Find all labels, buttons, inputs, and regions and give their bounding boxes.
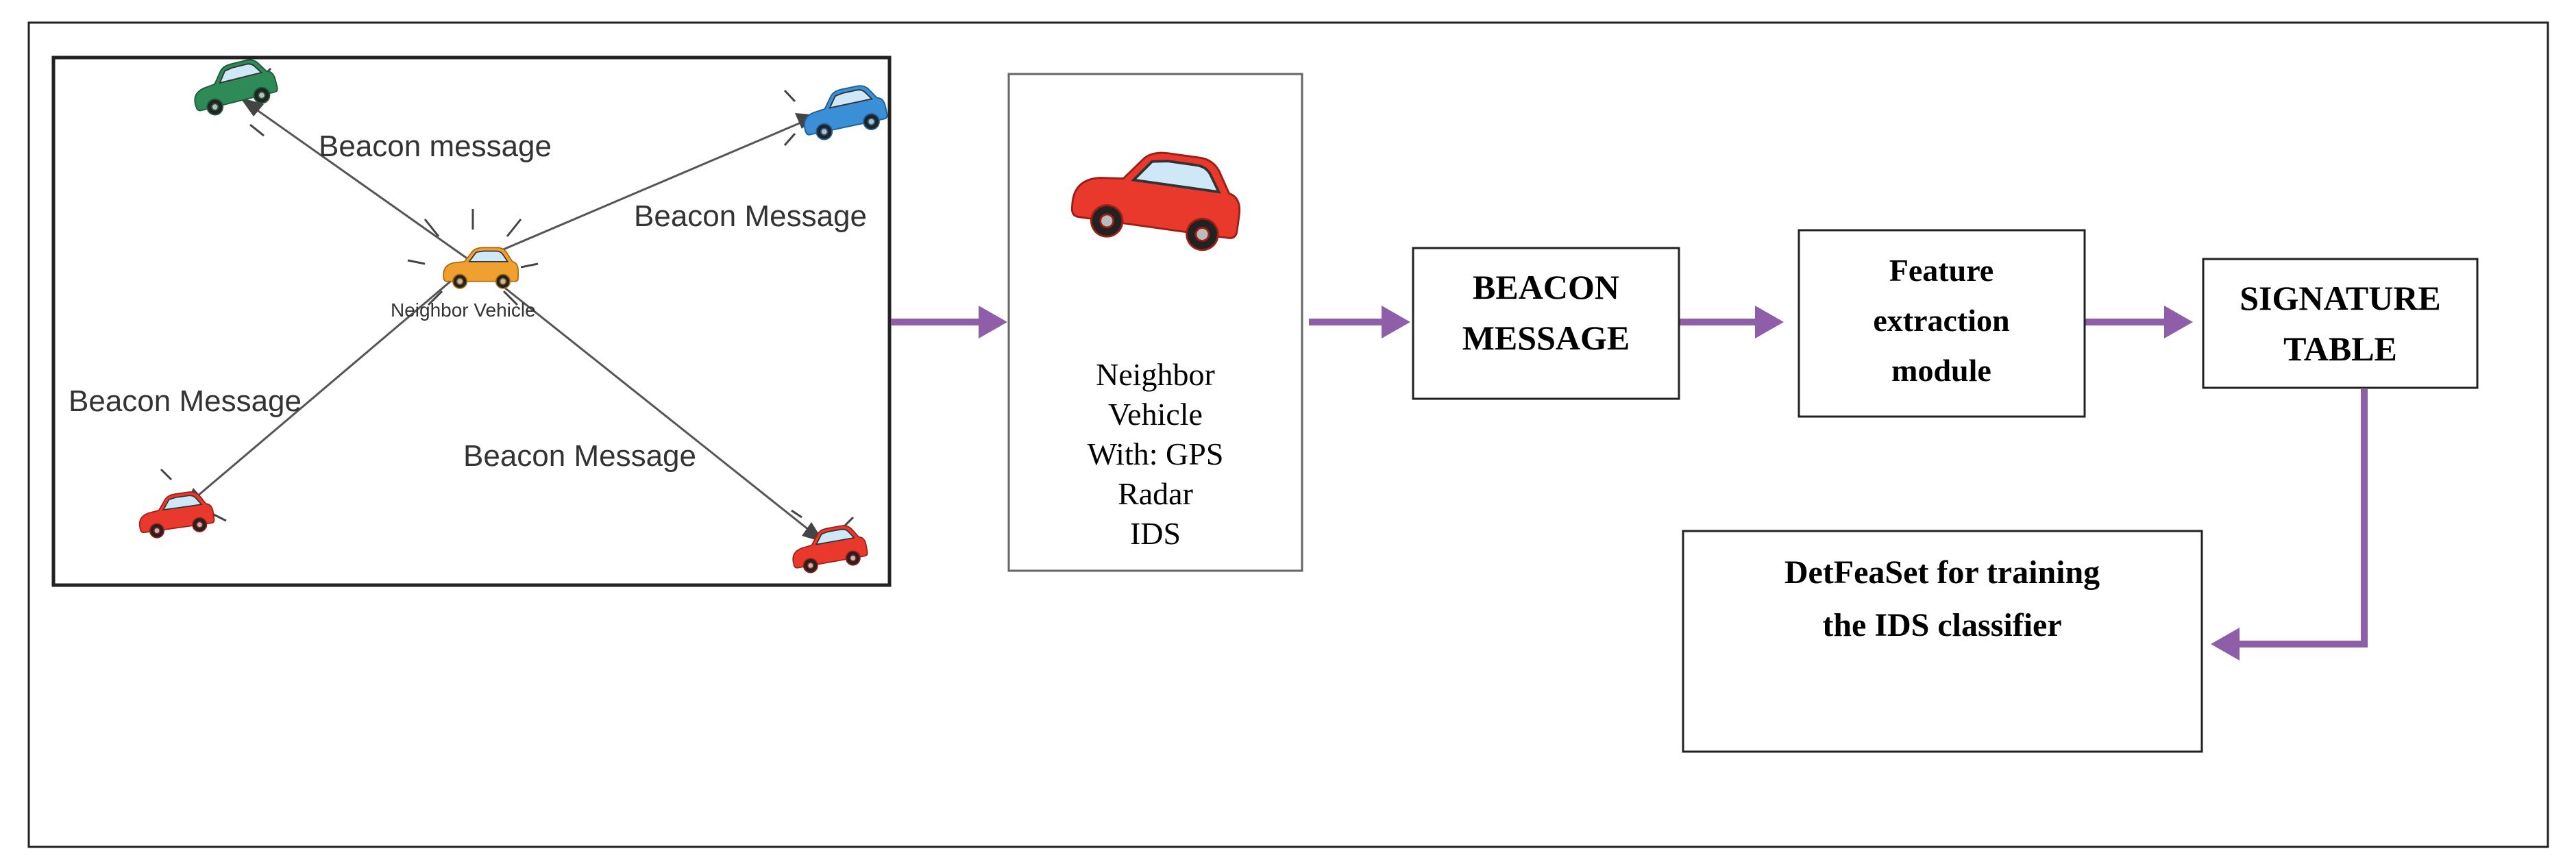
beacon-line-2: MESSAGE — [1462, 319, 1630, 357]
feature-line-3: module — [1891, 353, 1991, 388]
feature-extraction-box: Feature extraction module — [1798, 229, 2086, 418]
detfeaset-line-2: the IDS classifier — [1822, 607, 2061, 643]
vehicle-line-4: Radar — [1118, 476, 1193, 511]
beacon-link-red-left — [188, 261, 474, 505]
detfeaset-box: DetFeaSet for training the IDS classifie… — [1682, 530, 2203, 753]
vehicle-line-3: With: GPS — [1088, 436, 1224, 471]
vehicle-line-5: IDS — [1130, 516, 1181, 551]
detfeaset-line-1: DetFeaSet for training — [1784, 554, 2100, 591]
feature-extraction-box-border — [1798, 229, 2086, 418]
beacon-link-blue — [472, 116, 813, 264]
neighbor-vehicle-label: Neighbor Vehicle — [391, 299, 536, 321]
vehicle-network-panel: Beacon message Beacon Message Beacon Mes… — [51, 53, 892, 587]
feature-line-2: extraction — [1873, 303, 2009, 338]
beacon-links — [188, 101, 820, 539]
signature-line-2: TABLE — [2283, 330, 2397, 368]
beacon-label-top-right: Beacon Message — [634, 199, 867, 233]
detfeaset-box-border — [1682, 530, 2203, 753]
beacon-link-red-right — [472, 261, 820, 539]
signature-table-box-border — [2202, 258, 2479, 389]
flow-arrowheads — [979, 306, 2240, 661]
beacon-message-box: BEACON MESSAGE — [1412, 247, 1680, 400]
beacon-label-left: Beacon Message — [69, 384, 302, 418]
vehicle-line-2: Vehicle — [1108, 397, 1203, 432]
signature-line-1: SIGNATURE — [2240, 279, 2441, 317]
arrow-signature-to-detfeaset — [2234, 389, 2368, 647]
signal-ticks — [160, 67, 855, 529]
arrowhead-green — [240, 97, 264, 116]
beacon-label-bottom: Beacon Message — [463, 439, 696, 473]
beacon-link-green — [246, 101, 474, 264]
beacon-label-top-left: Beacon message — [319, 129, 552, 163]
beacon-message-box-border — [1412, 247, 1680, 400]
signature-table-box: SIGNATURE TABLE — [2202, 258, 2479, 389]
outer-frame — [27, 21, 2549, 848]
flow-arrows — [891, 319, 2368, 647]
vehicle-line-1: Neighbor — [1096, 357, 1215, 392]
beacon-line-1: BEACON — [1473, 268, 1619, 306]
feature-line-1: Feature — [1889, 253, 1994, 288]
neighbor-vehicle-box: Neighbor Vehicle With: GPS Radar IDS — [1007, 73, 1303, 572]
